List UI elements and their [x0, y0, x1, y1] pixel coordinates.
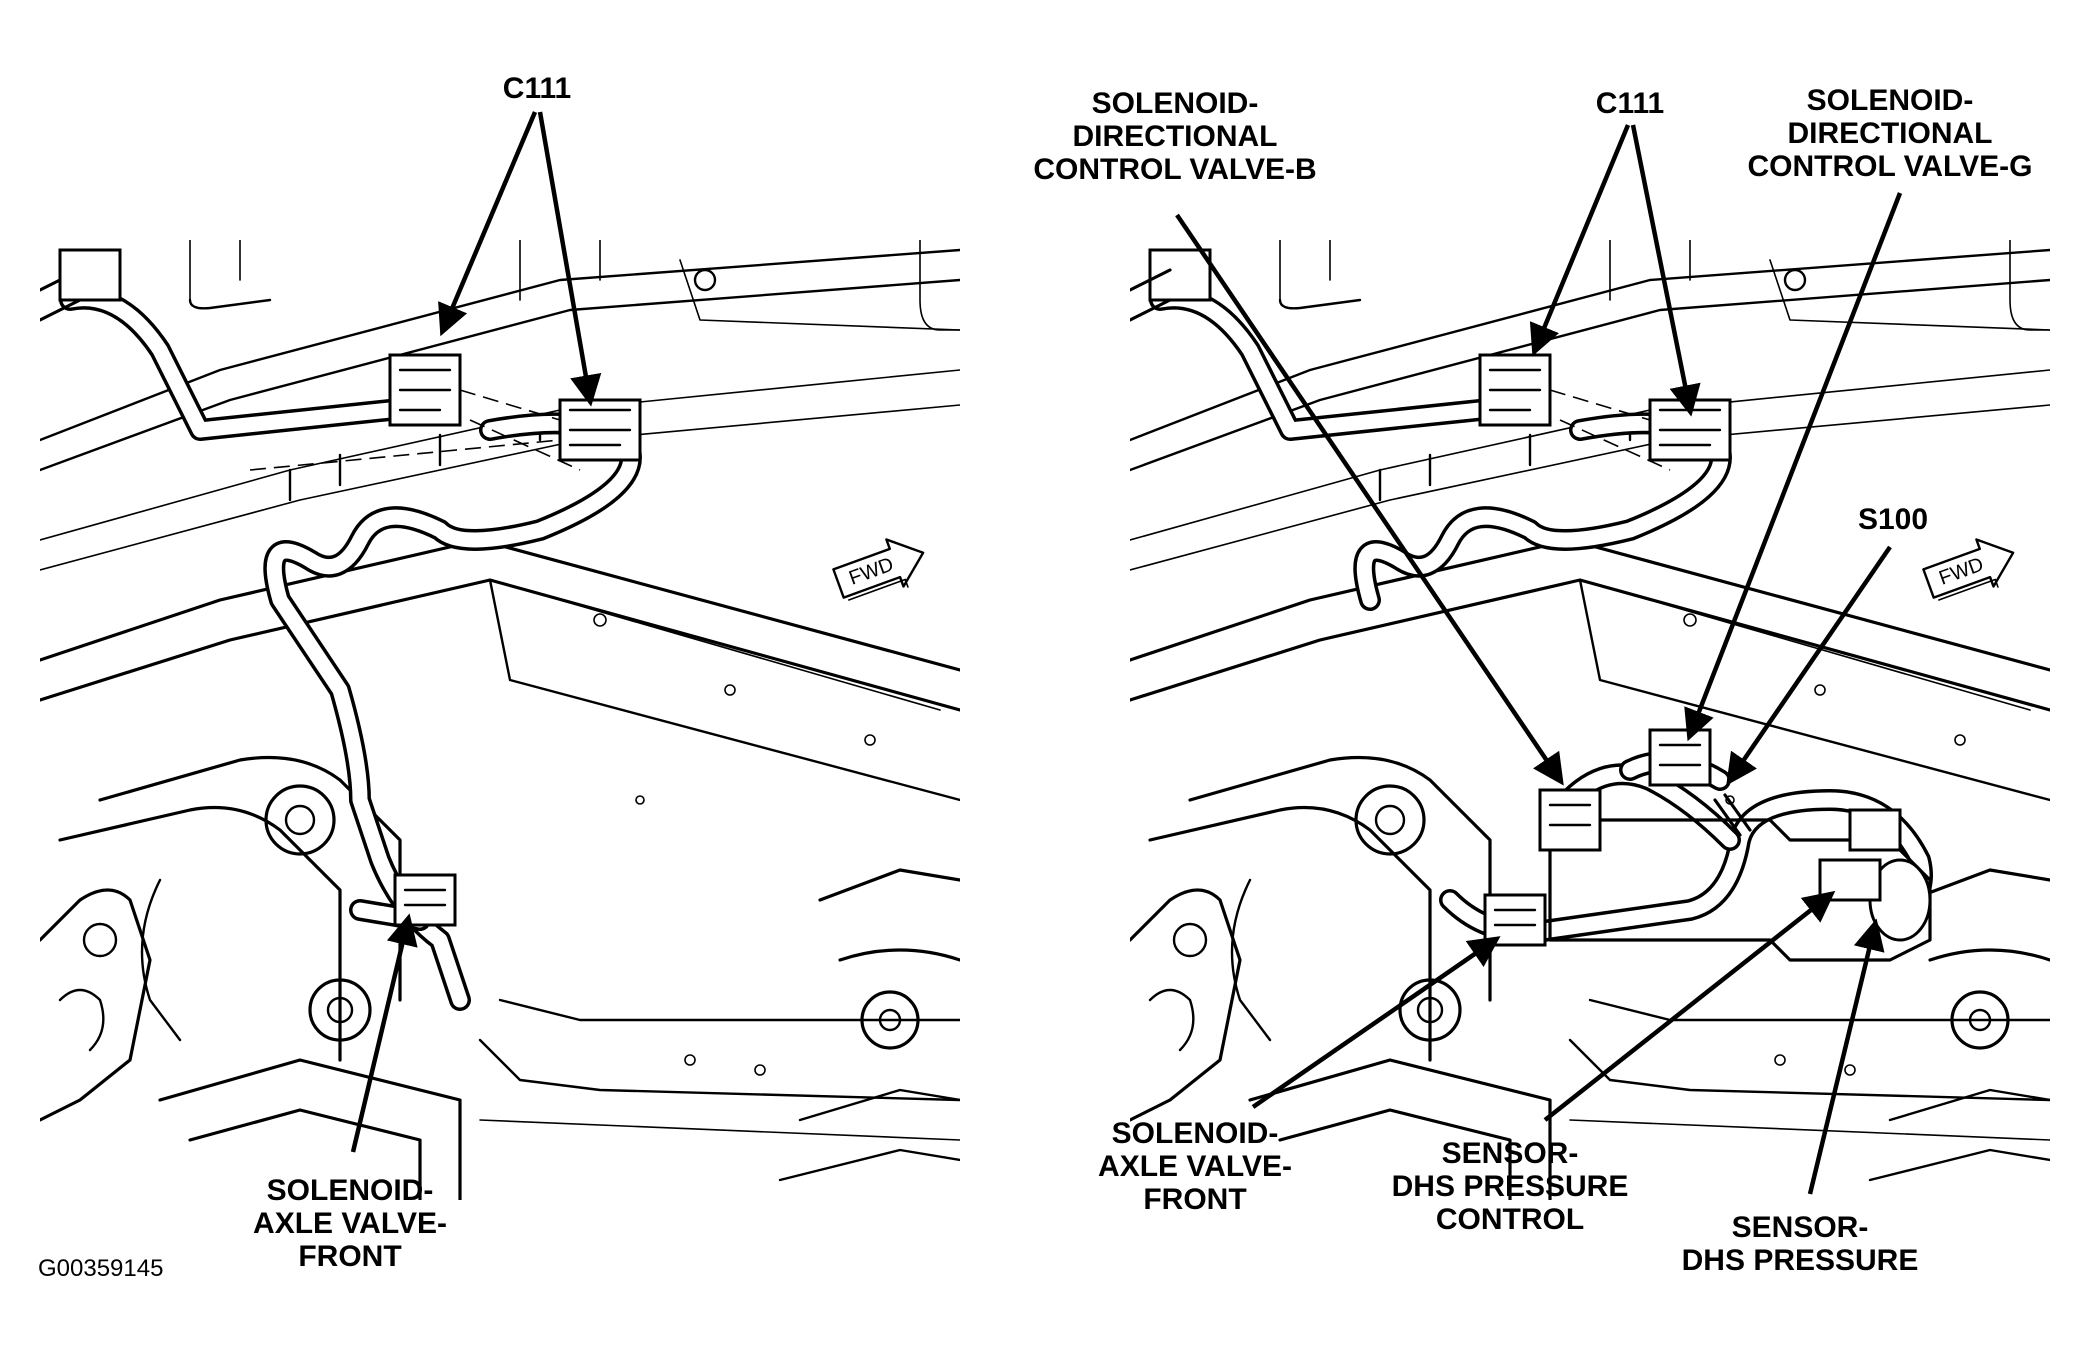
fwd-label-right: FWD — [1936, 553, 1986, 589]
svg-text:DIRECTIONAL: DIRECTIONAL — [1073, 120, 1278, 153]
svg-text:FRONT: FRONT — [298, 1240, 401, 1273]
label-c111-right: C111 — [1596, 87, 1664, 120]
svg-text:AXLE VALVE-: AXLE VALVE- — [1098, 1150, 1292, 1183]
svg-text:FRONT: FRONT — [1143, 1183, 1246, 1216]
leaders-left — [350, 111, 602, 1153]
svg-text:AXLE VALVE-: AXLE VALVE- — [253, 1207, 447, 1240]
right-view: FWD — [1130, 240, 2050, 1200]
svg-text:SOLENOID-: SOLENOID- — [1112, 1117, 1279, 1150]
label-dcv-b: SOLENOID- DIRECTIONAL CONTROL VALVE-B — [1033, 87, 1316, 186]
svg-text:SOLENOID-: SOLENOID- — [1092, 87, 1259, 120]
svg-text:CONTROL VALVE-G: CONTROL VALVE-G — [1748, 150, 2033, 183]
left-view: FWD — [40, 240, 960, 1200]
svg-text:DHS PRESSURE: DHS PRESSURE — [1682, 1244, 1919, 1277]
label-s100: S100 — [1858, 503, 1928, 536]
label-dhs-pressure-control: SENSOR- DHS PRESSURE CONTROL — [1392, 1137, 1629, 1236]
label-c111-left: C111 — [503, 72, 571, 105]
label-axle-valve-front-right: SOLENOID- AXLE VALVE- FRONT — [1098, 1117, 1292, 1216]
label-dhs-pressure: SENSOR- DHS PRESSURE — [1682, 1211, 1919, 1277]
svg-text:SOLENOID-: SOLENOID- — [1807, 84, 1974, 117]
svg-text:CONTROL VALVE-B: CONTROL VALVE-B — [1033, 153, 1316, 186]
c111-connector-left-b — [558, 398, 642, 462]
label-axle-valve-front-left: SOLENOID- AXLE VALVE- FRONT — [253, 1174, 447, 1273]
label-dcv-g: SOLENOID- DIRECTIONAL CONTROL VALVE-G — [1748, 84, 2033, 183]
svg-text:DHS PRESSURE: DHS PRESSURE — [1392, 1170, 1629, 1203]
c111-connector-left-a — [388, 353, 462, 427]
axle-valve-connector-left — [393, 873, 457, 927]
svg-text:SENSOR-: SENSOR- — [1732, 1211, 1869, 1244]
svg-text:SENSOR-: SENSOR- — [1442, 1137, 1579, 1170]
leaders-right — [1175, 124, 1903, 1195]
svg-text:DIRECTIONAL: DIRECTIONAL — [1788, 117, 1993, 150]
svg-text:SOLENOID-: SOLENOID- — [267, 1174, 434, 1207]
fwd-label-left: FWD — [846, 553, 896, 589]
svg-text:CONTROL: CONTROL — [1436, 1203, 1584, 1236]
figure-id: G00359145 — [38, 1255, 163, 1282]
